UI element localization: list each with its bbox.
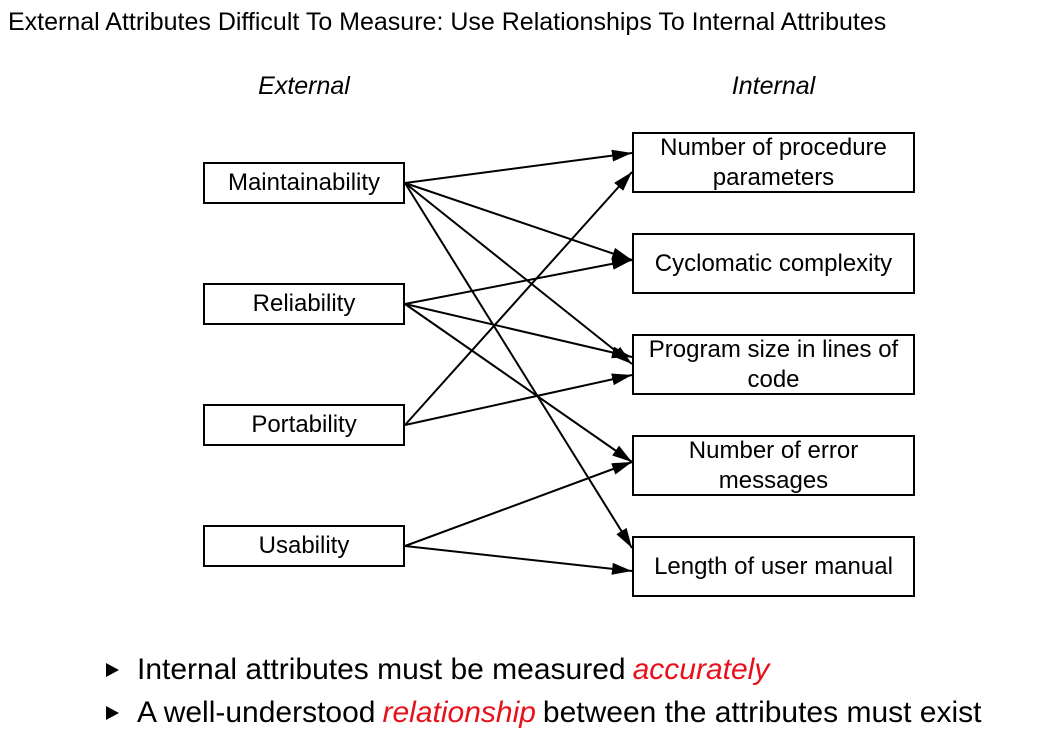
internal-box-procedure-parameters: Number of procedure parameters: [632, 132, 915, 193]
internal-box-cyclomatic-complexity: Cyclomatic complexity: [632, 233, 915, 294]
external-column-heading: External: [258, 72, 350, 100]
external-box-maintainability: Maintainability: [203, 162, 405, 204]
triangle-bullet-icon: [106, 662, 119, 677]
internal-box-program-size: Program size in lines of code: [632, 334, 915, 395]
triangle-bullet-icon: [106, 705, 119, 720]
bullet-list: Internal attributes must be measured acc…: [106, 648, 981, 734]
bullet-text: between the attributes must exist: [542, 695, 982, 729]
external-box-portability: Portability: [203, 404, 405, 446]
slide-title: External Attributes Difficult To Measure…: [8, 8, 887, 36]
arrow-maintainability-to-cyclomatic: [404, 182, 633, 261]
bullet-text: Internal attributes must be measured: [137, 652, 626, 686]
internal-box-user-manual-length: Length of user manual: [632, 536, 915, 597]
arrow-portability-to-params: [404, 171, 633, 426]
arrow-reliability-to-errors: [404, 303, 633, 463]
arrow-reliability-to-size: [404, 303, 633, 359]
arrow-maintainability-to-manual: [404, 182, 633, 549]
bullet-emphasis: accurately: [632, 652, 770, 686]
arrow-portability-to-size: [404, 373, 633, 426]
arrow-usability-to-manual: [404, 545, 633, 575]
bullet-item: Internal attributes must be measured acc…: [106, 648, 981, 691]
external-box-usability: Usability: [203, 525, 405, 567]
bullet-text: A well-understood: [137, 695, 376, 729]
arrow-usability-to-errors: [404, 461, 633, 547]
internal-box-error-messages: Number of error messages: [632, 435, 915, 496]
bullet-emphasis: relationship: [382, 695, 536, 729]
bullet-item: A well-understood relationship between t…: [106, 691, 981, 734]
arrow-maintainability-to-params: [404, 149, 633, 184]
external-box-reliability: Reliability: [203, 283, 405, 325]
arrow-reliability-to-cyclomatic: [404, 257, 633, 305]
arrow-maintainability-to-size: [404, 182, 633, 365]
internal-column-heading: Internal: [731, 72, 816, 100]
